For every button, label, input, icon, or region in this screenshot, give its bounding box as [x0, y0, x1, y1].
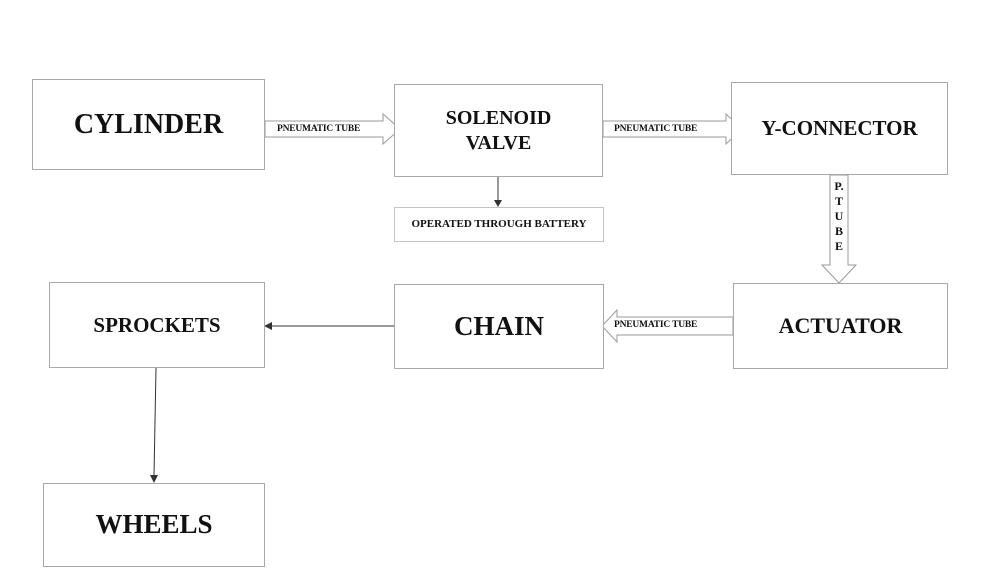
node-solenoid-valve: SOLENOID VALVE [394, 84, 603, 177]
edge-label-yconnector-actuator: P.TUBE [834, 179, 844, 253]
node-actuator: ACTUATOR [733, 283, 948, 369]
node-wheels: WHEELS [43, 483, 265, 567]
edge-label-actuator-chain: PNEUMATIC TUBE [614, 320, 698, 330]
node-sprockets: SPROCKETS [49, 282, 265, 368]
node-y-connector: Y-CONNECTOR [731, 82, 948, 175]
node-solenoid-label-line1: SOLENOID [445, 106, 552, 129]
node-actuator-label: ACTUATOR [778, 313, 903, 339]
edge-label-cylinder-solenoid: PNEUMATIC TUBE [277, 124, 361, 134]
edge-label-solenoid-yconnector: PNEUMATIC TUBE [614, 124, 698, 134]
arrowhead-sprockets-wheels [150, 475, 158, 483]
node-chain-label: CHAIN [453, 310, 544, 341]
arrowhead-chain-sprockets [264, 322, 272, 330]
arrowhead-solenoid-battery [494, 200, 502, 207]
node-cylinder-label: CYLINDER [73, 109, 224, 140]
node-wheels-label: WHEELS [95, 509, 213, 540]
node-cylinder: CYLINDER [32, 79, 265, 170]
node-solenoid-label-line2: VALVE [465, 131, 532, 154]
node-battery-label: OPERATED THROUGH BATTERY [411, 217, 587, 230]
line-sprockets-wheels [153, 367, 157, 476]
node-chain: CHAIN [394, 284, 604, 369]
node-y-connector-label: Y-CONNECTOR [761, 116, 918, 141]
node-battery: OPERATED THROUGH BATTERY [394, 207, 604, 242]
node-sprockets-label: SPROCKETS [93, 312, 221, 337]
